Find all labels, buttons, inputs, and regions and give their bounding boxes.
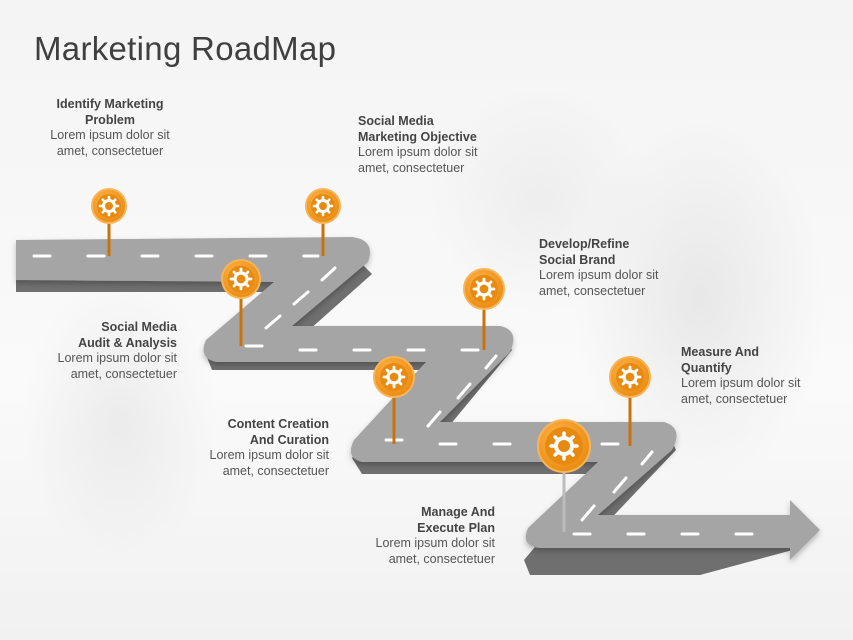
gear-icon (312, 195, 334, 217)
step-social-media-marketing-objective: Social Media Marketing Objective Lorem i… (358, 114, 528, 176)
step-heading: And Curation (249, 432, 329, 447)
pin-4 (463, 268, 505, 350)
step-heading: Manage And (421, 505, 495, 519)
step-description: amet, consectetuer (222, 463, 329, 478)
gear-icon (618, 365, 642, 389)
step-develop-refine-social-brand: Develop/Refine Social Brand Lorem ipsum … (539, 237, 699, 299)
gear-icon (382, 365, 406, 389)
step-heading: Social Media (101, 320, 177, 334)
step-description: Lorem ipsum dolor sit (50, 128, 170, 142)
step-heading: Quantify (681, 360, 732, 375)
step-heading: Identify Marketing (56, 97, 164, 111)
pin-5 (373, 356, 415, 444)
pin-2 (305, 188, 341, 256)
step-description: amet, consectetuer (539, 283, 646, 298)
step-description: Lorem ipsum dolor sit (375, 536, 496, 550)
gear-icon (472, 277, 496, 301)
step-manage-and-execute-plan: Manage And Execute Plan Lorem ipsum dolo… (334, 505, 496, 567)
gear-icon (98, 195, 120, 217)
step-heading: Audit & Analysis (78, 335, 177, 350)
step-heading: Measure And (681, 345, 760, 359)
pin-6 (609, 356, 651, 446)
step-heading: Social Brand (539, 252, 616, 267)
step-description: amet, consectetuer (681, 391, 788, 406)
step-description: amet, consectetuer (388, 551, 495, 566)
step-measure-and-quantify: Measure And Quantify Lorem ipsum dolor s… (681, 345, 841, 407)
lane-markings (32, 254, 754, 536)
step-description: amet, consectetuer (56, 143, 164, 158)
gear-icon (549, 431, 579, 461)
step-heading: Marketing Objective (358, 129, 477, 144)
pin-3 (221, 259, 261, 346)
step-identify-marketing-problem: Identify Marketing Problem Lorem ipsum d… (36, 97, 184, 159)
step-description: amet, consectetuer (70, 366, 177, 381)
step-heading: Content Creation (227, 417, 329, 431)
step-description: Lorem ipsum dolor sit (681, 376, 801, 390)
road-surface (16, 237, 820, 560)
step-heading: Social Media (358, 114, 434, 128)
step-description: Lorem ipsum dolor sit (539, 268, 659, 282)
step-content-creation-curation: Content Creation And Curation Lorem ipsu… (168, 417, 330, 479)
step-heading: Execute Plan (417, 520, 495, 535)
step-description: Lorem ipsum dolor sit (358, 145, 478, 159)
page-title: Marketing RoadMap (34, 30, 337, 67)
pin-1 (91, 188, 127, 256)
pin-7 (537, 419, 591, 532)
step-social-media-audit-analysis: Social Media Audit & Analysis Lorem ipsu… (20, 320, 178, 382)
step-description: Lorem ipsum dolor sit (57, 351, 178, 365)
step-heading: Problem (84, 112, 135, 127)
gear-icon (229, 267, 253, 291)
step-heading: Develop/Refine (539, 237, 630, 251)
step-description: amet, consectetuer (358, 160, 465, 175)
step-description: Lorem ipsum dolor sit (209, 448, 330, 462)
